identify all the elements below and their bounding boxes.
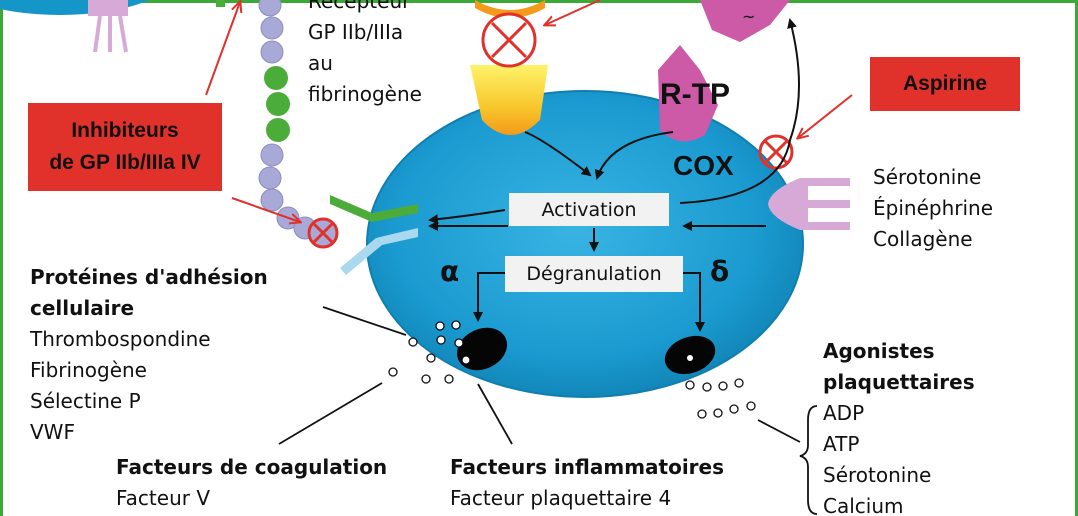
activation-box: Activation (509, 193, 669, 226)
adhesion-list: Protéines d'adhésion cellulaire Thrombos… (30, 262, 268, 448)
inhibitor-arrows (205, 0, 853, 222)
adhesion-item-3: Sélectine P (30, 389, 141, 413)
degranulation-box: Dégranulation (505, 256, 683, 292)
green-fragment (216, 0, 225, 7)
platelet-agonist-item-4: Calcium (823, 494, 904, 516)
right-agonist-1: Sérotonine (873, 165, 982, 189)
inhibitor-box-line1: Inhibiteurs (71, 119, 179, 142)
yellow-receptor-icon (470, 0, 548, 135)
receptor-label-line4: fibrinogène (308, 82, 422, 106)
adhesion-item-4: VWF (30, 420, 75, 444)
adhesion-item-1: Thrombospondine (30, 327, 211, 351)
adjacent-receptor-icon (88, 0, 128, 53)
pointer-lines (278, 306, 801, 445)
adhesion-title-1: Protéines d'adhésion (30, 265, 268, 289)
platelet-agonist-item-3: Sérotonine (823, 463, 932, 487)
platelet-cell (366, 90, 804, 398)
serotonin-receptor-icon (768, 178, 850, 230)
inflammatory-list: Facteurs inflammatoires Facteur plaquett… (450, 452, 724, 514)
cox-label: COX (673, 150, 734, 181)
inhibitor-box-line2: de GP IIb/IIIa IV (49, 151, 201, 174)
platelet-agonist-title-1: Agonistes (823, 339, 935, 363)
right-agonist-list: Sérotonine Épinéphrine Collagène (873, 162, 993, 255)
coagulation-item-1: Facteur V (116, 486, 211, 510)
adhesion-title-2: cellulaire (30, 296, 135, 320)
rtp-label: R-TP (660, 78, 730, 111)
fibrinogen-chain (258, 0, 317, 240)
platelet-agonist-item-1: ADP (823, 401, 865, 425)
receptor-label-line2: GP IIb/IIIa (308, 20, 404, 44)
receptor-label-line3: au (308, 51, 333, 75)
inflammatory-item-1: Facteur plaquettaire 4 (450, 486, 672, 510)
rtp-receptor-icon (658, 45, 718, 142)
inflammatory-title: Facteurs inflammatoires (450, 455, 725, 479)
svg-text:~: ~ (742, 7, 755, 26)
aspirin-box: Aspirine (870, 57, 1020, 111)
platelet-agonist-item-2: ATP (823, 432, 860, 456)
ligand-icon: ~ (700, 0, 790, 42)
inhibitor-box: Inhibiteurs de GP IIb/IIIa IV (28, 103, 222, 191)
delta-label: δ (710, 255, 730, 288)
platelet-agonist-title-2: plaquettaires (823, 370, 975, 394)
receptor-label-line1: Récepteur (308, 0, 411, 13)
gp-receptor-icon (330, 195, 418, 275)
inhibit-symbol-gp (307, 217, 339, 249)
platelet-agonist-list: Agonistes plaquettaires ADP ATP Sérotoni… (823, 336, 975, 516)
agonist-brace (799, 405, 818, 515)
vesicles (388, 320, 756, 419)
inhibit-symbol-yellow (481, 12, 537, 68)
coagulation-list: Facteurs de coagulation Facteur V (116, 452, 387, 514)
right-agonist-2: Épinéphrine (873, 196, 993, 220)
adhesion-item-2: Fibrinogène (30, 358, 147, 382)
receptor-label: Récepteur GP IIb/IIIa au fibrinogène (308, 0, 422, 110)
right-agonist-3: Collagène (873, 227, 973, 251)
coagulation-title: Facteurs de coagulation (116, 455, 388, 479)
pathway-arrows (428, 18, 800, 332)
alpha-label: α (440, 255, 460, 288)
